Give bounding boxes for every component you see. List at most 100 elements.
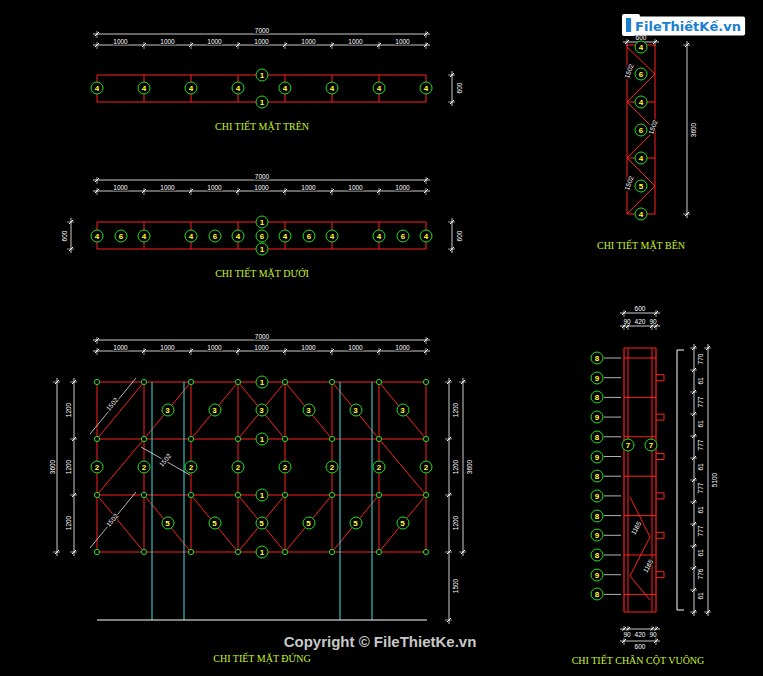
extension-line xyxy=(690,414,697,415)
joint-node xyxy=(94,379,99,384)
dimension-text: 1000 xyxy=(347,184,363,191)
joint-node xyxy=(141,379,146,384)
extension-line xyxy=(332,348,333,355)
callout-number: 4 xyxy=(279,82,292,95)
bracket-plate xyxy=(656,420,664,421)
joint-node xyxy=(188,492,193,497)
leader-line xyxy=(604,476,621,477)
leader-line xyxy=(604,397,621,398)
callout-number: 3 xyxy=(255,404,268,417)
stiffener-plate xyxy=(624,476,656,477)
callout-number: 7 xyxy=(622,439,635,452)
column-wall xyxy=(624,612,656,613)
copyright-note: Copyright © FileThietKe.vn xyxy=(284,633,477,650)
extension-line xyxy=(683,45,690,46)
callout-number: 2 xyxy=(232,461,245,474)
bracket-plate xyxy=(656,538,664,539)
leader-line xyxy=(604,456,621,457)
dimension-text: 1200 xyxy=(452,459,459,475)
callout-number: 8 xyxy=(591,509,604,522)
callout-number: 6 xyxy=(115,230,128,243)
dimension-line xyxy=(449,378,450,624)
column-wall xyxy=(652,348,653,612)
bracket-plate xyxy=(656,459,664,460)
view-title: CHI TIẾT MẶT ĐỨNG xyxy=(213,653,310,664)
dimension-line xyxy=(620,313,660,314)
view-title: CHI TIẾT MẶT TRÊN xyxy=(215,121,309,132)
joint-node xyxy=(282,492,287,497)
extension-line xyxy=(191,348,192,355)
callout-number: 4 xyxy=(373,82,386,95)
callout-number: 3 xyxy=(161,404,174,417)
dimension-text: 1502 xyxy=(104,511,120,528)
dimension-text: 61 xyxy=(697,505,704,514)
brace-member xyxy=(285,382,332,439)
callout-number: 2 xyxy=(373,461,386,474)
dimension-text: 1165 xyxy=(629,519,643,536)
callout-number: 4 xyxy=(91,82,104,95)
brace-member xyxy=(379,382,426,439)
callout-number: 8 xyxy=(591,352,604,365)
callout-number: 8 xyxy=(591,549,604,562)
bracket-plate xyxy=(664,454,665,460)
leader-line xyxy=(604,535,621,536)
leader-line xyxy=(604,555,621,556)
callout-number: 3 xyxy=(349,404,362,417)
bracket-plate xyxy=(656,498,664,499)
joint-node xyxy=(141,436,146,441)
extension-line xyxy=(690,502,697,503)
extension-line xyxy=(70,439,77,440)
callout-number: 4 xyxy=(91,230,104,243)
callout-number: 4 xyxy=(138,230,151,243)
callout-number: 1 xyxy=(256,96,269,109)
joint-node xyxy=(235,492,240,497)
dimension-line xyxy=(452,71,453,106)
column-post xyxy=(340,382,341,620)
stiffener-plate xyxy=(624,436,656,437)
dimension-text: 7000 xyxy=(254,333,270,340)
column-post xyxy=(372,382,373,620)
extension-line xyxy=(332,188,333,195)
dimension-line xyxy=(620,326,660,327)
dimension-text: 1000 xyxy=(159,344,175,351)
callout-number: 5 xyxy=(255,517,268,530)
callout-number: 5 xyxy=(635,180,648,193)
joint-node xyxy=(376,436,381,441)
dimension-text: 7000 xyxy=(254,27,270,34)
dimension-text: 1200 xyxy=(452,515,459,531)
dimension-text: 1000 xyxy=(394,38,410,45)
dimension-line xyxy=(71,218,72,253)
callout-number: 2 xyxy=(420,461,433,474)
joint-node xyxy=(376,379,381,384)
joint-node xyxy=(94,549,99,554)
bracket-plate xyxy=(664,572,665,578)
bracket-plate xyxy=(664,375,665,381)
dimension-text: 776 xyxy=(697,568,704,581)
dimension-text: 600 xyxy=(456,230,463,243)
callout-number: 1 xyxy=(256,546,269,559)
dimension-text: 600 xyxy=(61,230,68,243)
dimension-text: 1000 xyxy=(159,38,175,45)
extension-line xyxy=(448,75,455,76)
brace-member xyxy=(191,382,238,439)
dimension-text: 1000 xyxy=(394,184,410,191)
extension-line xyxy=(459,382,466,383)
extension-line xyxy=(238,188,239,195)
callout-number: 2 xyxy=(279,461,292,474)
joint-node xyxy=(235,436,240,441)
callout-number: 6 xyxy=(635,68,648,81)
dimension-text: 1165 xyxy=(641,557,655,574)
extension-line xyxy=(97,177,98,184)
stiffener-plate xyxy=(624,555,656,556)
dimension-text: 1000 xyxy=(112,38,128,45)
brace-member xyxy=(285,495,332,552)
dimension-text: 1000 xyxy=(253,344,269,351)
callout-number: 8 xyxy=(591,470,604,483)
dimension-text: 1000 xyxy=(206,38,222,45)
callout-number: 5 xyxy=(396,517,409,530)
extension-line xyxy=(690,480,697,481)
extension-line xyxy=(97,42,98,49)
dimension-text: 1000 xyxy=(206,184,222,191)
bracket-plate xyxy=(656,414,664,415)
